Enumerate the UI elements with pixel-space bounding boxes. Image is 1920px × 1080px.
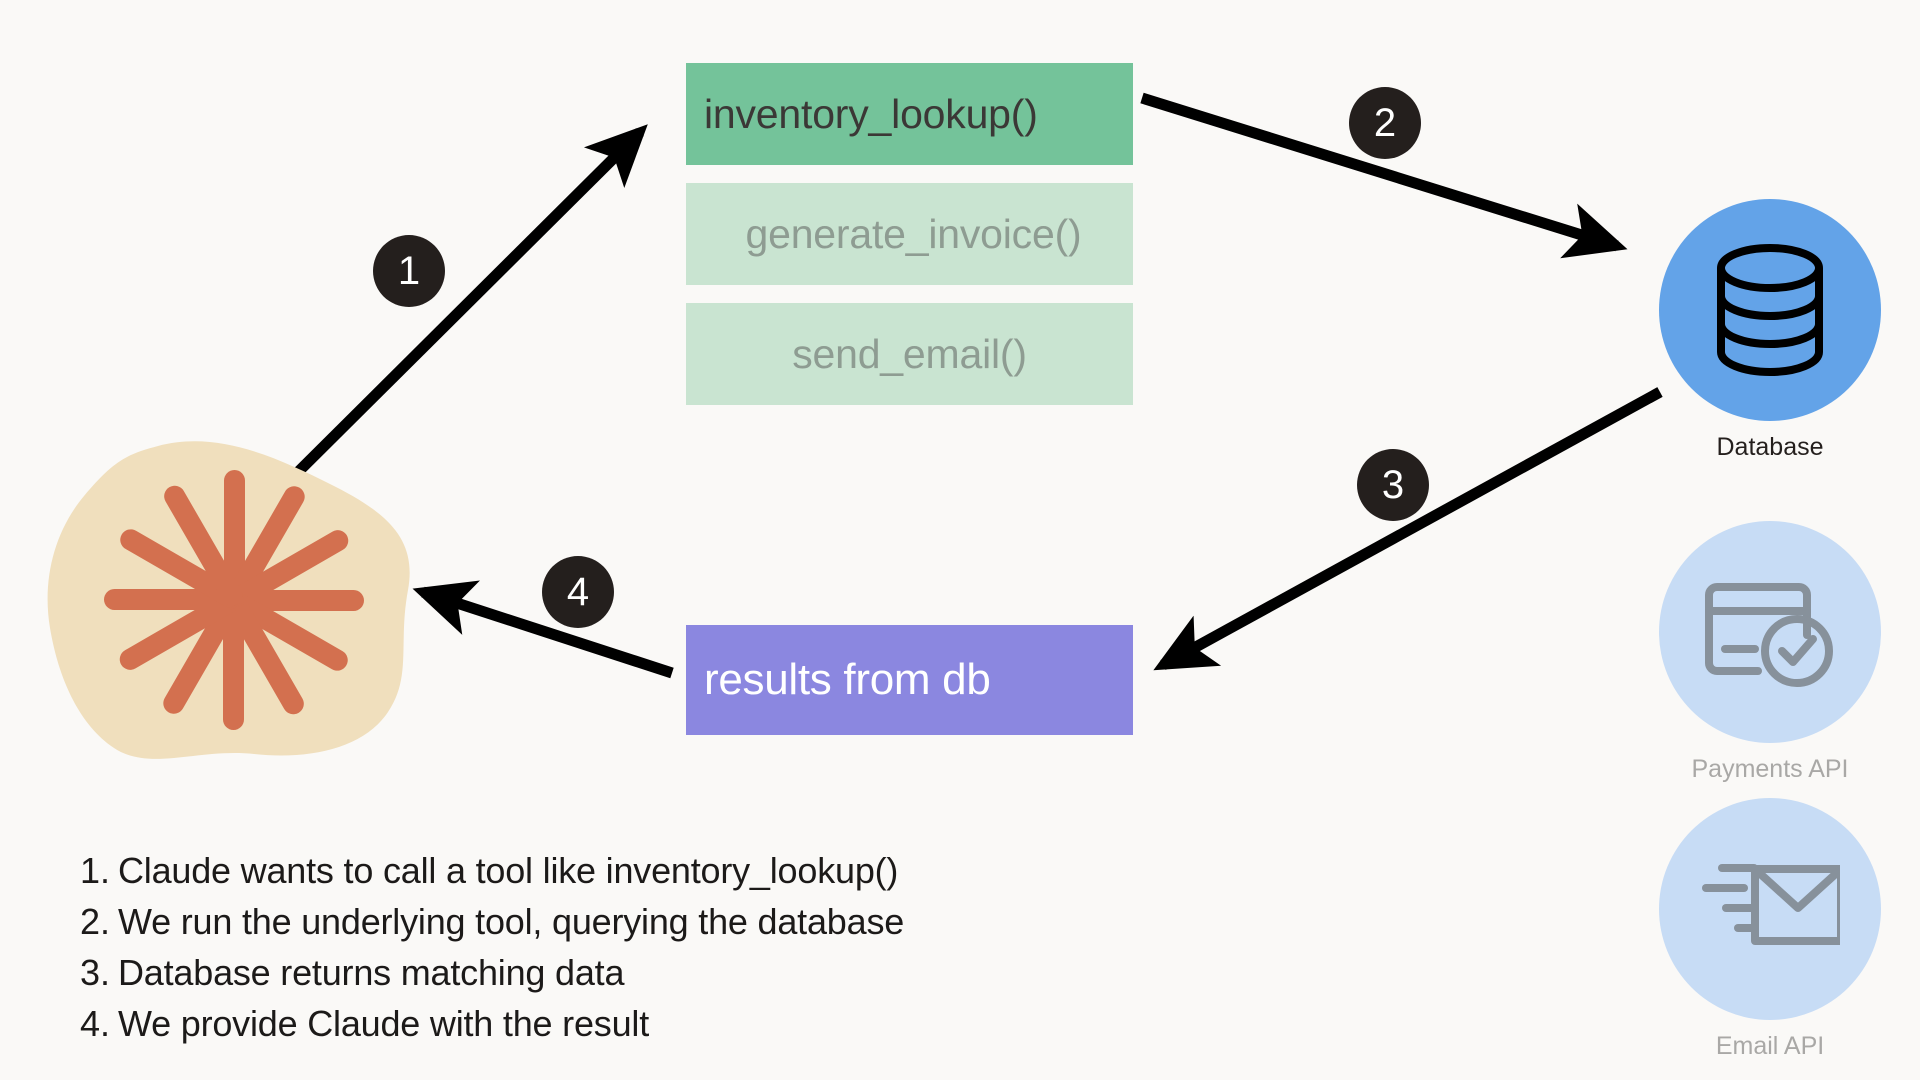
- step-badge-number: 4: [566, 569, 590, 614]
- legend-item-number: 4.: [79, 1003, 110, 1044]
- service-node-payments-api[interactable]: Payments API: [1659, 521, 1881, 784]
- step-badge-number: 3: [1381, 462, 1405, 507]
- legend-item-number: 2.: [79, 901, 110, 942]
- results-box[interactable]: results from db: [686, 625, 1133, 735]
- database-cylinder-icon: [1717, 244, 1823, 376]
- step-badge-number: 1: [397, 248, 421, 293]
- step-badge-4: 4: [542, 556, 614, 628]
- service-node-email-api[interactable]: Email API: [1659, 798, 1881, 1061]
- step-badge-2: 2: [1349, 87, 1421, 159]
- tool-item-send-email[interactable]: send_email(): [686, 303, 1133, 405]
- legend-list: 1. Claude wants to call a tool like inve…: [68, 850, 1168, 1054]
- tool-item-label: send_email(): [792, 330, 1027, 377]
- credit-card-check-icon: [1705, 583, 1833, 687]
- claude-agent-node[interactable]: [40, 440, 420, 785]
- envelope-send-icon: [1702, 864, 1840, 945]
- service-node-database[interactable]: Database: [1659, 199, 1881, 462]
- legend-item: 2. We run the underlying tool, querying …: [68, 901, 1168, 952]
- tool-item-inventory-lookup[interactable]: inventory_lookup(): [686, 63, 1133, 165]
- tool-item-label: inventory_lookup(): [704, 90, 1038, 137]
- legend-item-text: We run the underlying tool, querying the…: [118, 901, 905, 942]
- results-label: results from db: [704, 655, 991, 704]
- legend-item: 4. We provide Claude with the result: [68, 1003, 1168, 1054]
- tool-list: inventory_lookup() generate_invoice() se…: [686, 63, 1133, 405]
- tool-item-generate-invoice[interactable]: generate_invoice(): [686, 183, 1133, 285]
- step-badge-3: 3: [1357, 449, 1429, 521]
- service-label: Email API: [1715, 1032, 1825, 1060]
- service-label: Payments API: [1691, 755, 1849, 783]
- service-circle: [1659, 521, 1881, 743]
- arrow-step-1: [286, 124, 648, 484]
- service-label: Database: [1716, 433, 1824, 461]
- legend-item-text: Database returns matching data: [118, 952, 625, 993]
- legend-item-text: Claude wants to call a tool like invento…: [118, 850, 899, 891]
- legend-item-number: 1.: [79, 850, 110, 891]
- step-badge-number: 2: [1373, 100, 1397, 145]
- arrow-step-3: [1153, 387, 1663, 671]
- service-circle: [1659, 798, 1881, 1020]
- legend-item-number: 3.: [79, 952, 110, 993]
- legend-item: 1. Claude wants to call a tool like inve…: [68, 850, 1168, 901]
- claude-starburst-icon: [47, 441, 410, 759]
- legend-item: 3. Database returns matching data: [68, 952, 1168, 1003]
- service-circle: [1659, 199, 1881, 421]
- legend-item-text: We provide Claude with the result: [118, 1003, 650, 1044]
- step-badge-1: 1: [373, 235, 445, 307]
- tool-item-label: generate_invoice(): [745, 210, 1082, 257]
